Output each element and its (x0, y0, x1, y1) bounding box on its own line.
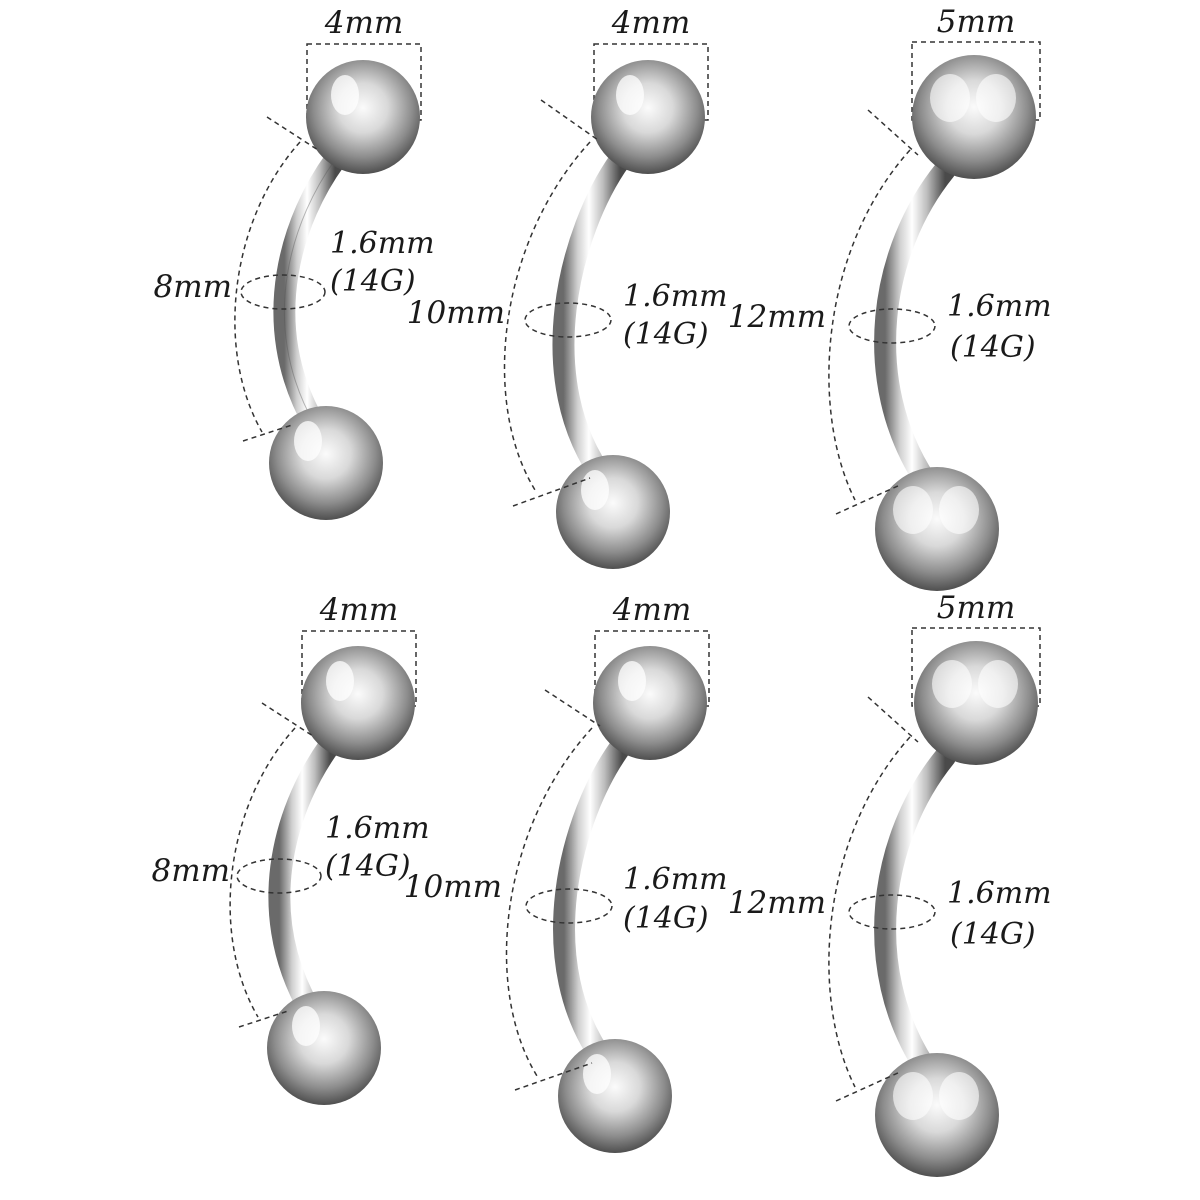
top-ball (306, 60, 420, 174)
bottom-ball (875, 467, 999, 591)
ball-size-box: 5mm (911, 4, 1041, 121)
barbell-bar (552, 149, 631, 491)
gauge-mm-label: 1.6mm (947, 289, 1052, 324)
gauge-label: (14G) (950, 917, 1036, 952)
top-ball (914, 641, 1038, 765)
length-dimension (503, 99, 612, 507)
gauge-mm-label: 1.6mm (623, 279, 728, 314)
barbell-bar (874, 746, 956, 1078)
length-label: 10mm (404, 869, 502, 905)
ball-size-box: 4mm (301, 592, 417, 707)
ball-size-label: 5mm (937, 590, 1016, 626)
gauge-label: (14G) (330, 264, 416, 299)
barbell-item: 5mm 12mm 1.6mm (14G) (728, 590, 1052, 1177)
barbell-item: 4mm 8mm 1.6mm (14G) (151, 592, 430, 1105)
gauge-mm-label: 1.6mm (330, 226, 435, 261)
length-label: 12mm (728, 885, 826, 921)
gauge-mm-label: 1.6mm (947, 876, 1052, 911)
length-dimension (229, 702, 322, 1028)
bottom-ball (558, 1039, 672, 1153)
ball-size-label: 4mm (324, 5, 404, 41)
ball-size-label: 4mm (612, 592, 692, 628)
gauge-label: (14G) (325, 849, 411, 884)
ball-size-label: 4mm (611, 5, 691, 41)
barbell-item: 4mm 10mm 1.6mm (14G) (404, 592, 728, 1153)
barbell-bar (874, 159, 956, 491)
barbell-bar (273, 149, 346, 436)
barbell-item: 4mm 10mm 1.6mm (14G) (407, 5, 728, 569)
gauge-mm-label: 1.6mm (325, 811, 430, 846)
length-dimension (505, 689, 613, 1091)
length-dimension (234, 116, 326, 442)
barbell-item: 4mm 8mm 1.6mm (14G) (153, 5, 435, 520)
ball-size-box: 4mm (593, 5, 709, 121)
length-label: 12mm (728, 299, 826, 335)
top-ball (301, 646, 415, 760)
length-dimension (828, 696, 936, 1102)
length-label: 10mm (407, 295, 505, 331)
length-dimension (828, 109, 936, 515)
barbell-bar (268, 734, 341, 1021)
length-label: 8mm (153, 269, 232, 305)
ball-size-label: 4mm (319, 592, 399, 628)
top-ball (593, 646, 707, 760)
barbell-bar (553, 734, 633, 1076)
top-ball (912, 55, 1036, 179)
gauge-mm-label: 1.6mm (623, 862, 728, 897)
gauge-label: (14G) (623, 901, 709, 936)
bottom-ball (875, 1053, 999, 1177)
gauge-label: (14G) (950, 330, 1036, 365)
ball-size-label: 5mm (937, 4, 1016, 40)
bottom-ball (267, 991, 381, 1105)
top-ball (591, 60, 705, 174)
bottom-ball (556, 455, 670, 569)
bottom-ball (269, 406, 383, 520)
length-label: 8mm (151, 853, 230, 889)
barbell-item: 5mm 12mm 1.6mm (14G) (728, 4, 1052, 591)
gauge-label: (14G) (623, 317, 709, 352)
